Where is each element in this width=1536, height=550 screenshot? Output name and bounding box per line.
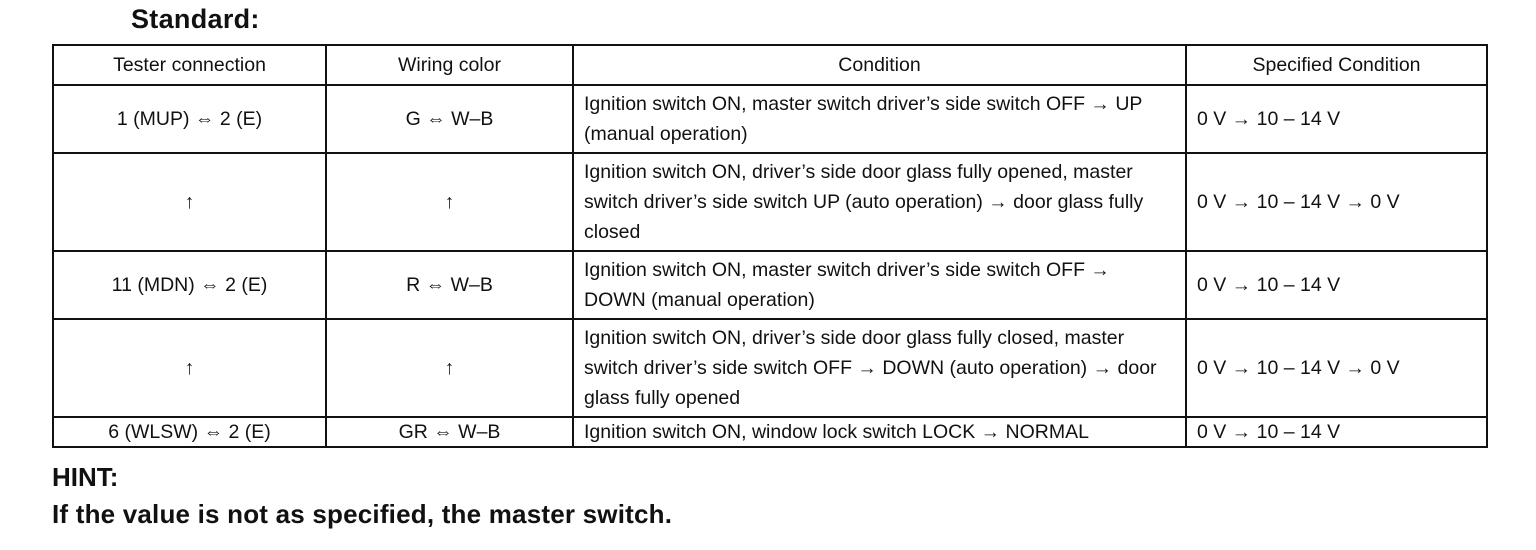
tester-connection-cell: 6 (WLSW) ⇔ 2 (E) [52,416,327,448]
section-heading: Standard: [131,4,260,34]
tester-connection-cell: 11 (MDN) ⇔ 2 (E) [52,250,327,320]
header-specified-condition: Specified Condition [1185,44,1488,86]
condition-cell: Ignition switch ON, master switch driver… [572,84,1187,154]
header-condition: Condition [572,44,1187,86]
table-row: ↑ ↑ Ignition switch ON, driver’s side do… [52,152,1488,252]
condition-cell: Ignition switch ON, driver’s side door g… [572,152,1187,252]
header-tester-connection: Tester connection [52,44,327,86]
hint-label: HINT: [52,462,119,492]
specified-condition-cell: 0 V → 10 – 14 V [1185,84,1488,154]
wiring-color-cell: ↑ [325,152,574,252]
hint-text: If the value is not as specified, the ma… [52,499,673,529]
table-header-row: Tester connection Wiring color Condition… [52,44,1488,86]
tester-connection-cell: ↑ [52,152,327,252]
wiring-color-cell: ↑ [325,318,574,418]
tester-connection-cell: 1 (MUP) ⇔ 2 (E) [52,84,327,154]
wiring-color-cell: R ⇔ W–B [325,250,574,320]
specified-condition-cell: 0 V → 10 – 14 V [1185,250,1488,320]
table-row: 1 (MUP) ⇔ 2 (E) G ⇔ W–B Ignition switch … [52,84,1488,154]
condition-cell: Ignition switch ON, master switch driver… [572,250,1187,320]
table-row: ↑ ↑ Ignition switch ON, driver’s side do… [52,318,1488,418]
wiring-color-cell: G ⇔ W–B [325,84,574,154]
tester-connection-cell: ↑ [52,318,327,418]
condition-cell: Ignition switch ON, driver’s side door g… [572,318,1187,418]
specified-condition-cell: 0 V → 10 – 14 V → 0 V [1185,152,1488,252]
condition-cell: Ignition switch ON, window lock switch L… [572,416,1187,448]
specified-condition-cell: 0 V → 10 – 14 V → 0 V [1185,318,1488,418]
wiring-color-cell: GR ⇔ W–B [325,416,574,448]
table-row: 6 (WLSW) ⇔ 2 (E) GR ⇔ W–B Ignition switc… [52,416,1488,448]
standard-table: Tester connection Wiring color Condition… [52,44,1488,448]
specified-condition-cell: 0 V → 10 – 14 V [1185,416,1488,448]
table-row: 11 (MDN) ⇔ 2 (E) R ⇔ W–B Ignition switch… [52,250,1488,320]
header-wiring-color: Wiring color [325,44,574,86]
